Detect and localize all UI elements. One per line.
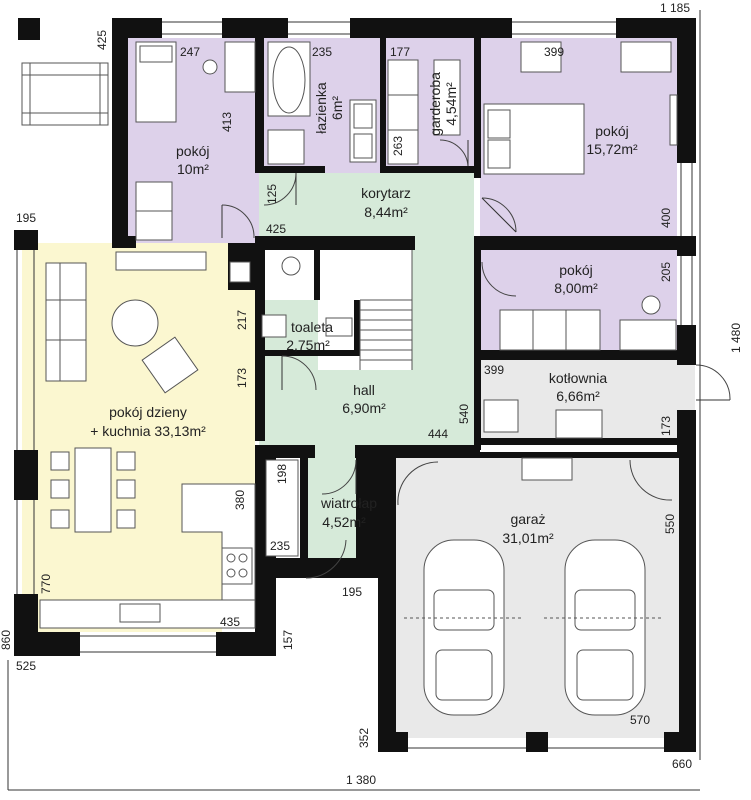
dimension-label: 205 <box>659 262 673 282</box>
dimension-label: 235 <box>270 539 290 553</box>
technical-shaft-fill <box>258 250 314 300</box>
dimension-label: 1 185 <box>660 1 690 15</box>
room-area: 2,75m² <box>286 337 330 353</box>
dimension-label: 125 <box>265 184 279 204</box>
room-name: hall <box>353 382 375 398</box>
dimension-label: 173 <box>659 416 673 436</box>
room-area: 6m² <box>329 96 345 120</box>
room-name: łazienka <box>313 82 329 134</box>
room-area: 31,01m² <box>502 530 554 546</box>
dimension-label: 550 <box>663 514 677 534</box>
room-name: wiatrołap <box>320 495 377 511</box>
dimension-label: 860 <box>0 630 13 650</box>
column-block <box>18 18 40 40</box>
dimension-label: 173 <box>235 368 249 388</box>
dimension-label: 352 <box>357 728 371 748</box>
room-name: pokój <box>176 143 209 159</box>
room-area: 8,44m² <box>364 204 408 220</box>
dimension-label: 413 <box>220 112 234 132</box>
room-name: garderoba <box>427 72 443 136</box>
dimension-label: 217 <box>235 310 249 330</box>
room-area: 10m² <box>177 161 209 177</box>
dimension-label: 525 <box>16 659 36 673</box>
room-name: pokój <box>559 262 592 278</box>
stairs <box>359 250 413 370</box>
room-name: korytarz <box>361 185 411 201</box>
dimension-label: 380 <box>233 490 247 510</box>
dimension-label: 435 <box>220 615 240 629</box>
dimension-label: 425 <box>95 30 109 50</box>
dimension-label: 400 <box>659 208 673 228</box>
room-labels: pokój 10m² łazienka 6m² garderoba 4,54m²… <box>90 72 638 546</box>
dimension-label: 177 <box>390 45 410 59</box>
dimension-label: 1 380 <box>346 773 376 787</box>
room-name: kotłownia <box>549 370 608 386</box>
dimension-label: 195 <box>342 585 362 599</box>
dimension-label: 235 <box>312 45 332 59</box>
dimension-label: 263 <box>391 136 405 156</box>
room-name: pokój dzieny <box>109 404 187 420</box>
room-area: 4,54m² <box>443 82 459 126</box>
room-area: 6,66m² <box>556 388 600 404</box>
doors <box>221 139 731 579</box>
room-name: toaleta <box>291 319 333 335</box>
dimension-label: 540 <box>457 404 471 424</box>
room-name: garaż <box>510 511 545 527</box>
dimension-label: 195 <box>16 211 36 225</box>
room-area: + kuchnia 33,13m² <box>90 423 206 439</box>
dimension-label: 770 <box>39 574 53 594</box>
dimension-label: 660 <box>672 757 692 771</box>
dimension-label: 570 <box>630 713 650 727</box>
room-name: pokój <box>595 123 628 139</box>
garage-cars <box>404 457 664 716</box>
dimension-lines <box>7 10 701 791</box>
dimension-label: 247 <box>180 45 200 59</box>
dimension-label: 425 <box>266 222 286 236</box>
room-area: 15,72m² <box>586 141 638 157</box>
dimension-label: 198 <box>275 464 289 484</box>
dimension-label: 157 <box>281 630 295 650</box>
dimension-label: 1 480 <box>729 323 743 353</box>
furniture <box>18 18 678 716</box>
room-area: 4,52m² <box>322 514 366 530</box>
windows <box>16 21 693 749</box>
room-area: 6,90m² <box>342 400 386 416</box>
dimension-label: 399 <box>484 363 504 377</box>
dimension-label: 444 <box>428 427 448 441</box>
dimension-labels: 425 1 185 247 235 177 399 413 263 125 42… <box>0 1 743 787</box>
room-area: 8,00m² <box>554 280 598 296</box>
dimension-label: 399 <box>544 45 564 59</box>
